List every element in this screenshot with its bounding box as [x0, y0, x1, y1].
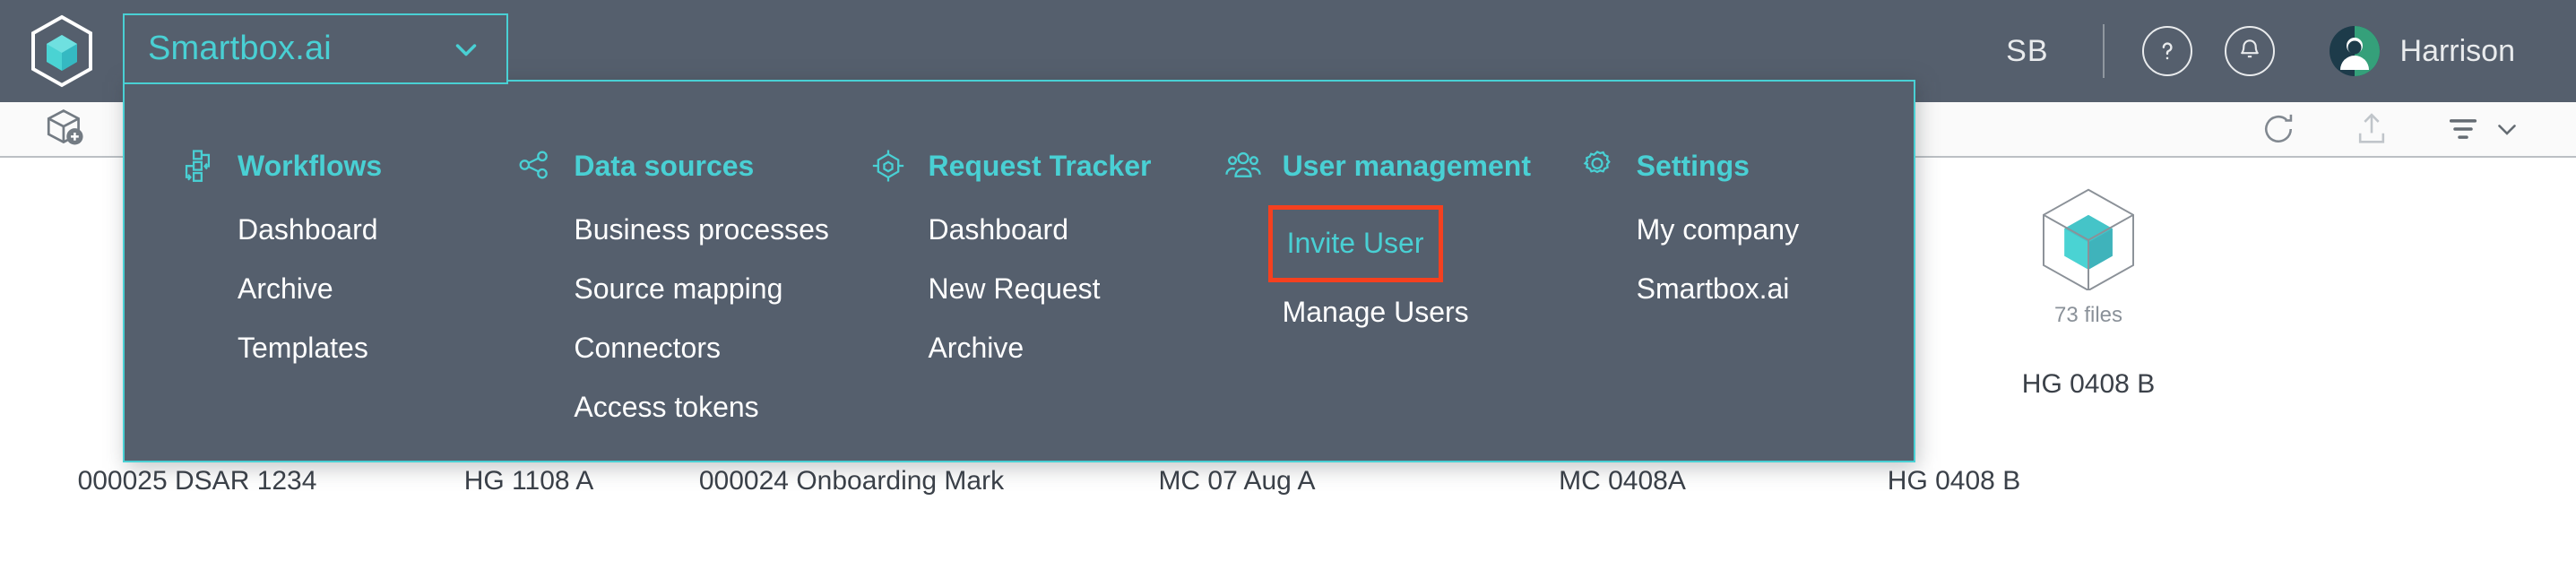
list-item[interactable]: MC 0408A [1559, 466, 1686, 496]
card-grid: 73 files HG 0408 B [0, 170, 2576, 493]
list-item[interactable]: HG 1108 A [463, 466, 594, 496]
menu-column-items: Dashboard Archive Templates [178, 200, 514, 377]
toolbar-actions [2259, 109, 2576, 149]
menu-item-invite-user[interactable]: Invite User [1286, 227, 1424, 259]
add-box-button[interactable] [0, 102, 131, 156]
main-navigation-dropdown: Workflows Dashboard Archive Templates [123, 80, 1915, 462]
avatar[interactable] [2329, 25, 2381, 77]
menu-column-title: Data sources [574, 149, 755, 182]
menu-item-manage-users[interactable]: Manage Users [1282, 296, 1469, 328]
workflow-icon [178, 146, 218, 186]
menu-column-header[interactable]: Settings [1578, 144, 1914, 187]
list-item[interactable]: HG 0408 B [1887, 466, 2021, 496]
cube-icon [2034, 181, 2143, 290]
menu-column-data-sources: Data sources Business processes Source m… [514, 144, 869, 461]
org-selector[interactable]: Smartbox.ai [123, 13, 508, 84]
chevron-down-icon [449, 32, 483, 66]
help-button[interactable] [2141, 26, 2192, 76]
menu-column-workflows: Workflows Dashboard Archive Templates [178, 144, 514, 461]
menu-column-header[interactable]: User management [1223, 144, 1578, 187]
refresh-icon[interactable] [2259, 109, 2298, 149]
menu-column-items: My company Smartbox.ai [1578, 200, 1914, 318]
share-nodes-icon [514, 146, 554, 186]
menu-column-header[interactable]: Workflows [178, 144, 514, 187]
menu-item-dashboard[interactable]: Dashboard [238, 213, 378, 246]
card-title: HG 0408 B [2021, 369, 2156, 399]
upload-icon[interactable] [2352, 109, 2391, 149]
menu-column-items: Dashboard New Request Archive [869, 200, 1223, 377]
list-item[interactable]: MC 07 Aug A [1158, 466, 1316, 496]
org-initials-badge: SB [2006, 33, 2049, 68]
menu-column-title: Settings [1636, 149, 1750, 182]
menu-item-archive[interactable]: Archive [928, 332, 1024, 364]
header-right-cluster: SB [1974, 0, 2576, 102]
box-card[interactable]: 73 files HG 0408 B [1954, 170, 2223, 400]
app-logo[interactable] [0, 0, 123, 102]
menu-column-header[interactable]: Data sources [514, 144, 869, 187]
list-item[interactable]: 000025 DSAR 1234 [77, 466, 317, 496]
chevron-down-icon [2498, 125, 2516, 135]
menu-column-header[interactable]: Request Tracker [869, 144, 1223, 187]
users-group-icon [1223, 146, 1263, 186]
menu-column-title: User management [1282, 149, 1531, 182]
list-item[interactable]: 000024 Onboarding Mark [698, 466, 1005, 496]
menu-column-items: Business processes Source mapping Connec… [514, 200, 869, 436]
hexagon-cube-logo-icon [29, 14, 95, 88]
notifications-button[interactable] [2224, 26, 2275, 76]
menu-column-title: Request Tracker [928, 149, 1152, 182]
gear-icon [1578, 146, 1617, 186]
card-labels-row: 000025 DSAR 1234 HG 1108 A 000024 Onboar… [0, 466, 2576, 502]
menu-column-title: Workflows [238, 149, 383, 182]
menu-item-connectors[interactable]: Connectors [574, 332, 721, 364]
org-selector-value: Smartbox.ai [148, 30, 332, 67]
menu-item-archive[interactable]: Archive [238, 272, 333, 305]
menu-item-access-tokens[interactable]: Access tokens [574, 391, 759, 423]
menu-item-business-processes[interactable]: Business processes [574, 213, 829, 246]
hexagon-target-icon [869, 146, 908, 186]
menu-column-user-management: User management Invite User Manage Users [1223, 144, 1578, 461]
header-divider [2102, 24, 2105, 78]
menu-item-my-company[interactable]: My company [1636, 213, 1800, 246]
menu-item-templates[interactable]: Templates [238, 332, 368, 364]
user-name-label: Harrison [2399, 33, 2515, 68]
question-mark-circle-icon [2152, 36, 2183, 66]
card-file-count: 73 files [2053, 303, 2123, 327]
filter-button[interactable] [2445, 111, 2522, 147]
menu-item-source-mapping[interactable]: Source mapping [574, 272, 783, 305]
invite-user-highlight-box: Invite User [1267, 205, 1443, 282]
menu-column-settings: Settings My company Smartbox.ai [1578, 144, 1914, 461]
menu-item-dashboard[interactable]: Dashboard [928, 213, 1068, 246]
bell-icon [2235, 37, 2264, 65]
menu-column-items: Invite User Manage Users [1223, 200, 1578, 341]
add-box-icon [43, 107, 88, 151]
menu-item-smartbox-ai[interactable]: Smartbox.ai [1636, 272, 1790, 305]
menu-item-new-request[interactable]: New Request [928, 272, 1101, 305]
menu-column-request-tracker: Request Tracker Dashboard New Request Ar… [869, 144, 1223, 461]
